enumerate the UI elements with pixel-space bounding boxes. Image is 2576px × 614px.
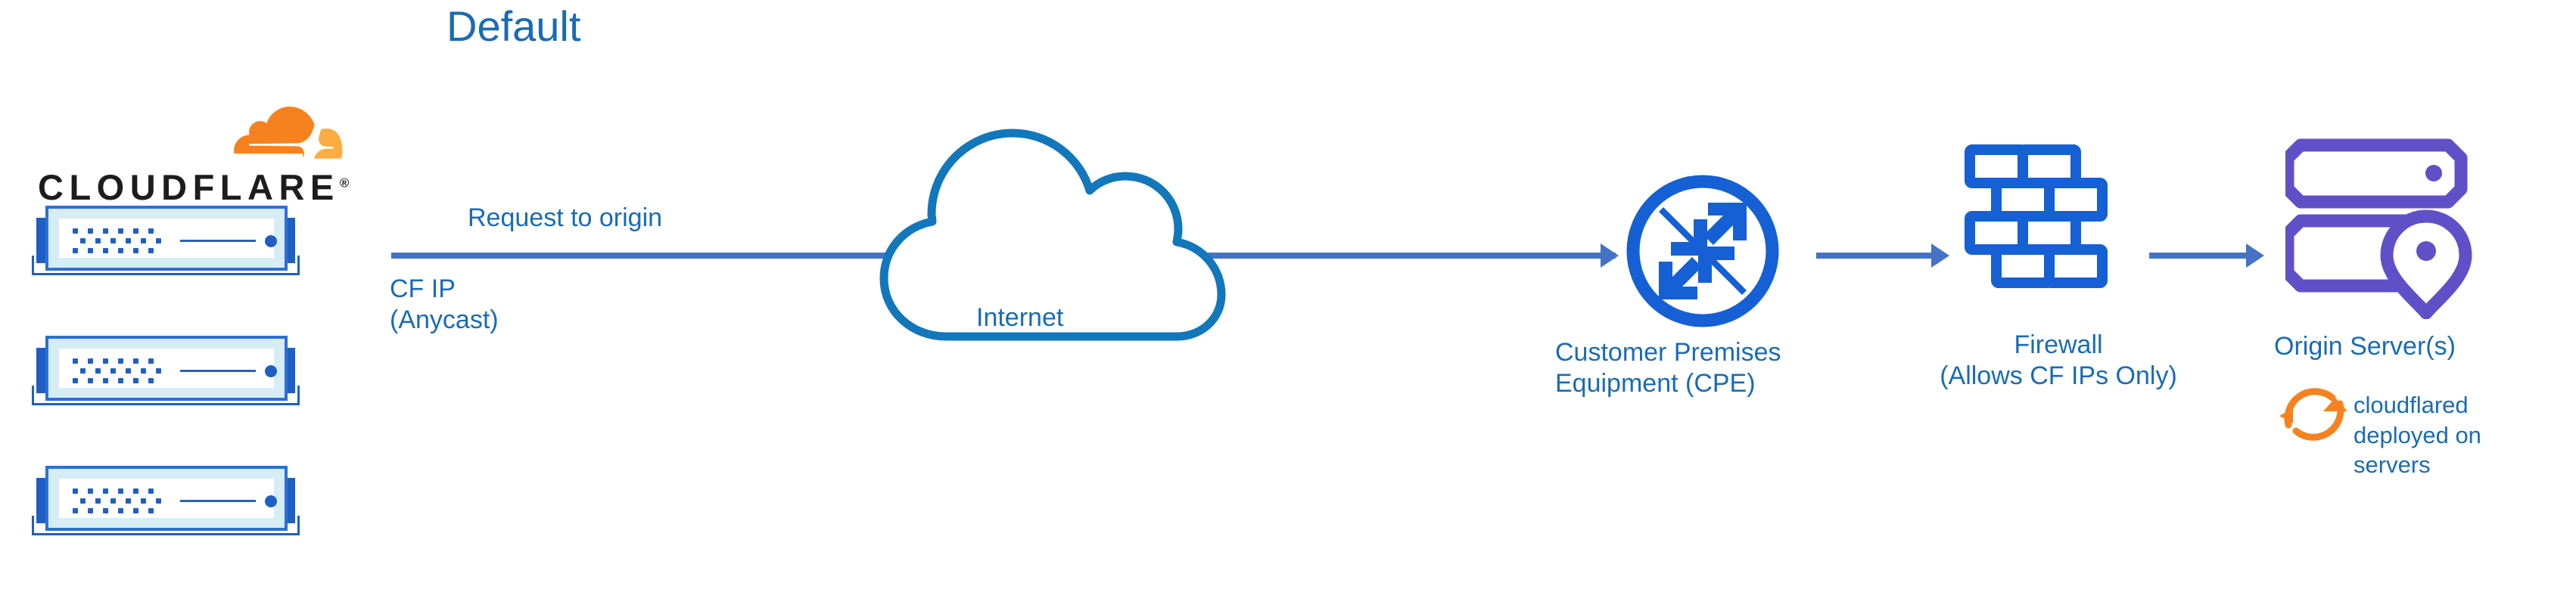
request-to-origin-label: Request to origin <box>468 203 663 232</box>
arrow-firewall-to-origin-line <box>2149 253 2246 259</box>
firewall-label-line2: (Allows CF IPs Only) <box>1940 361 2177 391</box>
rack-indicator-line <box>180 500 256 502</box>
firewall-label-line1: Firewall <box>2014 330 2103 359</box>
rack-led-icon <box>265 235 277 247</box>
firewall-label: Firewall (Allows CF IPs Only) <box>1899 330 2217 392</box>
arrow-cloudflare-to-cpe-head <box>1601 243 1619 268</box>
server-location-pin-icon <box>2285 138 2472 319</box>
cf-server-rack-1 <box>15 206 318 278</box>
rack-vent-dots <box>73 358 162 384</box>
cloudflare-wordmark-text: CLOUDFLARE <box>38 167 340 207</box>
cpe-label-line1: Customer Premises <box>1555 338 1781 367</box>
rack-vent-dots <box>73 488 162 514</box>
rack-indicator-line <box>180 240 256 242</box>
cloudflare-logo: CLOUDFLARE® <box>38 106 349 207</box>
rack-led-icon <box>265 495 277 507</box>
rack-face <box>59 219 277 258</box>
cf-server-rack-2 <box>15 336 318 408</box>
page-title: Default <box>446 2 581 50</box>
internet-cloud-icon <box>879 129 1226 341</box>
cf-ip-label-line2: (Anycast) <box>390 305 499 335</box>
arrow-cpe-to-firewall-line <box>1816 253 1931 259</box>
rack-body <box>45 336 288 401</box>
arrow-cpe-to-firewall-head <box>1931 243 1949 268</box>
rack-vent-dots <box>73 228 162 254</box>
origin-server-label: Origin Server(s) <box>2274 332 2456 361</box>
rack-face <box>59 349 277 388</box>
cf-ip-label-line1: CF IP <box>390 274 456 303</box>
brick-wall-icon <box>1965 144 2108 288</box>
cloudflare-cloud-icon <box>234 107 343 159</box>
cloudflared-label-line1: cloudflared <box>2354 392 2469 418</box>
arrow-firewall-to-origin-head <box>2246 243 2264 268</box>
cloudflared-label-line2: deployed on <box>2354 421 2481 448</box>
cf-server-rack-3 <box>15 466 318 538</box>
router-icon <box>1626 175 1779 327</box>
rack-body <box>45 206 288 271</box>
cloudflared-label: cloudflared deployed on servers <box>2354 390 2481 480</box>
rack-indicator-line <box>180 370 256 372</box>
sync-circular-arrows-icon <box>2279 388 2347 441</box>
cloudflared-label-line3: servers <box>2354 451 2431 479</box>
cpe-label: Customer Premises Equipment (CPE) <box>1555 337 1781 400</box>
cf-ip-label: CF IP (Anycast) <box>390 274 499 336</box>
rack-body <box>45 466 288 531</box>
cloudflare-wordmark: CLOUDFLARE® <box>38 166 349 208</box>
cpe-label-line2: Equipment (CPE) <box>1555 369 1756 398</box>
internet-label: Internet <box>976 303 1064 332</box>
rack-face <box>59 479 277 518</box>
registered-mark: ® <box>339 175 350 191</box>
rack-led-icon <box>265 365 277 377</box>
